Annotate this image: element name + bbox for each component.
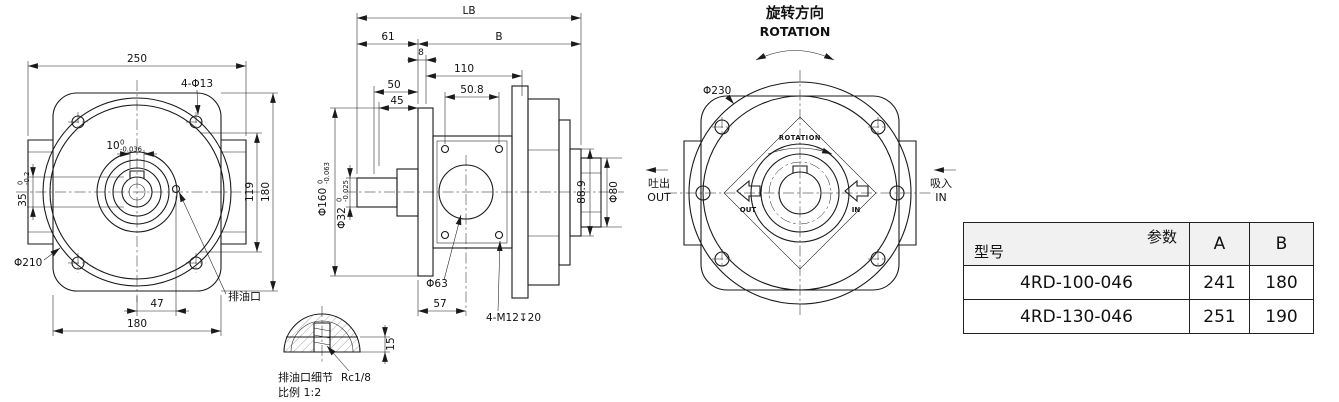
in-stamp-label: IN — [852, 206, 861, 214]
value-a-cell: 251 — [1189, 299, 1250, 334]
in-flow-arrow-icon — [844, 179, 869, 203]
dim-45-label: 45 — [390, 95, 403, 107]
svg-text:35: 35 — [17, 193, 29, 206]
dim-dia210-label: Φ210 — [14, 257, 42, 269]
side-view: LB 61 B 8 110 50 45 50.8 Φ160 — [317, 5, 624, 324]
svg-text:Φ80: Φ80 — [608, 181, 620, 203]
spec-table: 参数 型号 A B 4RD-100-046 241 180 4RD-130-04… — [963, 222, 1314, 334]
thread-callout-label: 4-M12↧20 — [486, 312, 541, 324]
in-label-cn: 吸入 — [930, 177, 952, 190]
drain-port-label: 排油口 — [228, 289, 261, 303]
keyway — [129, 170, 145, 179]
dim-119: 119 — [244, 182, 256, 202]
thread-rc-label: Rc1/8 — [341, 372, 371, 384]
dim-lb-label: LB — [462, 5, 475, 17]
value-b-cell: 190 — [1249, 299, 1314, 334]
dim-250-label: 250 — [127, 53, 147, 65]
rotation-title-cn: 旋转方向 — [765, 4, 824, 22]
svg-text:15: 15 — [385, 337, 397, 350]
svg-text:-0.025: -0.025 — [342, 180, 350, 202]
dim-50-label: 50 — [387, 79, 400, 91]
table-row: 4RD-100-046 241 180 — [963, 265, 1314, 300]
dim-47-label: 47 — [150, 298, 163, 310]
model-cell: 4RD-100-046 — [963, 265, 1190, 300]
front-view-geometry — [27, 92, 247, 292]
dim-dia80: Φ80 — [608, 181, 620, 203]
out-stamp-label: OUT — [740, 206, 757, 214]
svg-text:Φ32: Φ32 — [336, 207, 348, 229]
dim-15: 15 — [385, 337, 397, 350]
dim-keyway-tol-lo: -0.036 — [120, 146, 142, 154]
drain-port — [171, 184, 181, 194]
out-label-cn: 吐出 — [648, 176, 670, 190]
out-flow-arrow-icon — [736, 179, 761, 203]
dim-dia63-label: Φ63 — [426, 278, 448, 290]
dim-180-v: 180 — [260, 182, 272, 202]
table-header-b: B — [1249, 222, 1314, 266]
value-a-cell: 241 — [1189, 265, 1250, 300]
dim-110-label: 110 — [454, 63, 474, 75]
svg-text:Φ160: Φ160 — [317, 188, 329, 216]
dim-57-label: 57 — [433, 298, 446, 310]
svg-text:180: 180 — [260, 182, 272, 202]
rotation-title-en: ROTATION — [760, 24, 831, 39]
dim-dia230-label: Φ230 — [703, 85, 731, 97]
dim-8-label: 8 — [418, 48, 424, 58]
dim-35: 35 0 -0.2 — [17, 172, 32, 207]
svg-text:119: 119 — [244, 182, 256, 202]
detail-title: 排油口细节 — [278, 370, 333, 384]
rotation-stamp-label: ROTATION — [779, 134, 821, 142]
spec-table-diagonal-cell: 参数 型号 — [963, 222, 1190, 266]
table-header-a: A — [1189, 222, 1250, 266]
dim-88-9: 88.9 — [576, 180, 588, 203]
in-label-en: IN — [935, 191, 946, 204]
rear-view: 旋转方向 ROTATION ROTATION — [646, 4, 956, 318]
front-view: 250 4-Φ13 10 0 -0.036 35 0 -0.2 119 — [14, 53, 278, 336]
rotation-direction-arrow — [755, 50, 835, 61]
holes-callout-label: 4-Φ13 — [181, 78, 213, 90]
dim-keyway-tol-hi: 0 — [120, 139, 124, 147]
svg-text:-0.063: -0.063 — [323, 162, 331, 184]
dim-dia32: Φ32 0 -0.025 — [336, 180, 351, 229]
spec-table-header-row: 参数 型号 A B — [963, 222, 1314, 266]
rear-view-geometry — [683, 81, 917, 305]
detail-scale: 比例 1:2 — [278, 385, 321, 399]
svg-text:0: 0 — [336, 198, 344, 202]
svg-text:-0.2: -0.2 — [23, 172, 31, 185]
dim-b-label: B — [495, 31, 502, 43]
svg-text:0: 0 — [317, 180, 325, 184]
out-label-en: OUT — [647, 191, 671, 204]
value-b-cell: 180 — [1249, 265, 1314, 300]
svg-text:0: 0 — [17, 181, 25, 185]
table-header-model: 型号 — [974, 243, 1005, 261]
dim-61-label: 61 — [381, 31, 394, 43]
dim-keyway-label: 10 — [106, 140, 119, 152]
dim-180-h-label: 180 — [127, 318, 147, 330]
svg-text:88.9: 88.9 — [576, 180, 588, 203]
table-row: 4RD-130-046 251 190 — [963, 299, 1314, 334]
table-header-param: 参数 — [1146, 228, 1177, 246]
model-cell: 4RD-130-046 — [963, 299, 1190, 334]
drain-detail-view: 15 Rc1/8 排油口细节 比例 1:2 — [278, 306, 397, 399]
dim-50-8-label: 50.8 — [460, 84, 483, 96]
dim-dia160: Φ160 0 -0.063 — [317, 162, 332, 216]
side-view-geometry — [356, 85, 602, 299]
